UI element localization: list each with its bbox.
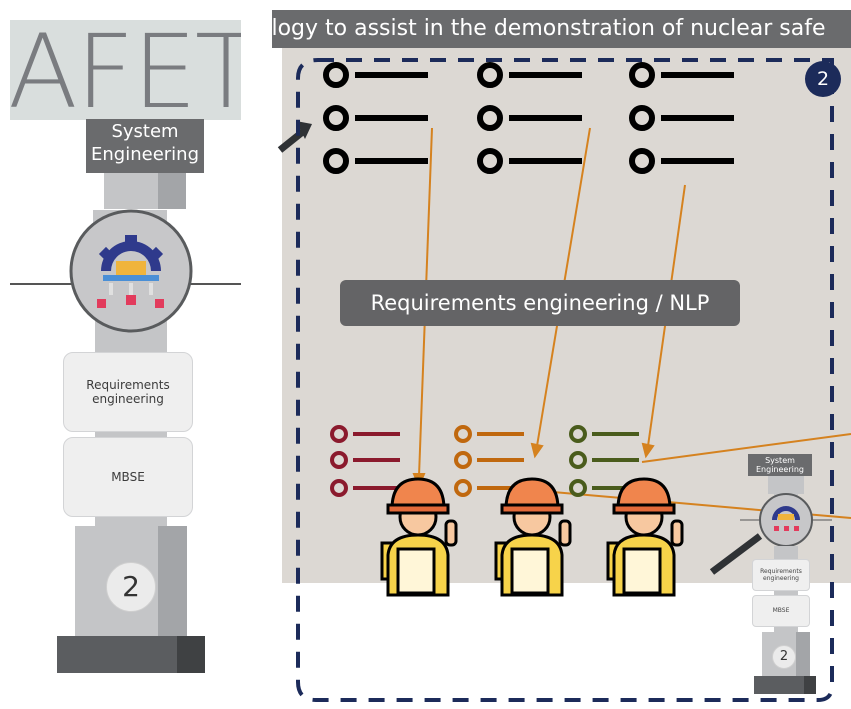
list-icons-orange [454,425,524,497]
mini-number-badge: 2 [772,645,796,669]
pillar-number-badge: 2 [106,562,156,612]
requirements-engineering-card: Requirements engineering [63,352,193,432]
pillar-foot-shade [177,636,205,673]
pillar-neck [95,515,167,527]
pillar-segment-shade [158,173,186,209]
mbse-card-label: MBSE [111,470,145,484]
mini-mbse-card: MBSE [752,595,810,627]
mini-requirements-card: Requirements engineering [752,559,810,591]
mini-system-engineering-label: System Engineering [748,454,812,476]
list-icons-red [330,425,400,497]
requirements-engineering-card-label: Requirements engineering [86,378,170,406]
engineer-icon [606,477,684,597]
safety-banner-text: AFETY [10,20,241,120]
panel-header-text: ology to assist in the demonstration of … [272,16,826,41]
mbse-card: MBSE [63,437,193,517]
mini-pillar [740,474,832,694]
safety-banner: AFETY [10,20,241,120]
zoom-arrow-line [277,127,308,153]
mini-requirements-card-label: Requirements engineering [760,568,802,582]
mini-zoom-arrow [709,533,763,575]
panel-header-bar: ology to assist in the demonstration of … [272,10,851,48]
list-icons-top [323,62,734,174]
system-engineering-label: System Engineering [86,119,204,173]
engineer-icon [494,477,572,597]
dashed-frame [296,58,834,702]
gear-icon [97,235,164,308]
engineer-icon [380,477,458,597]
step-number-badge: 2 [805,61,841,97]
mini-mbse-card-label: MBSE [772,607,790,614]
requirements-nlp-label: Requirements engineering / NLP [340,280,740,326]
pillar-base-shade [158,526,187,636]
